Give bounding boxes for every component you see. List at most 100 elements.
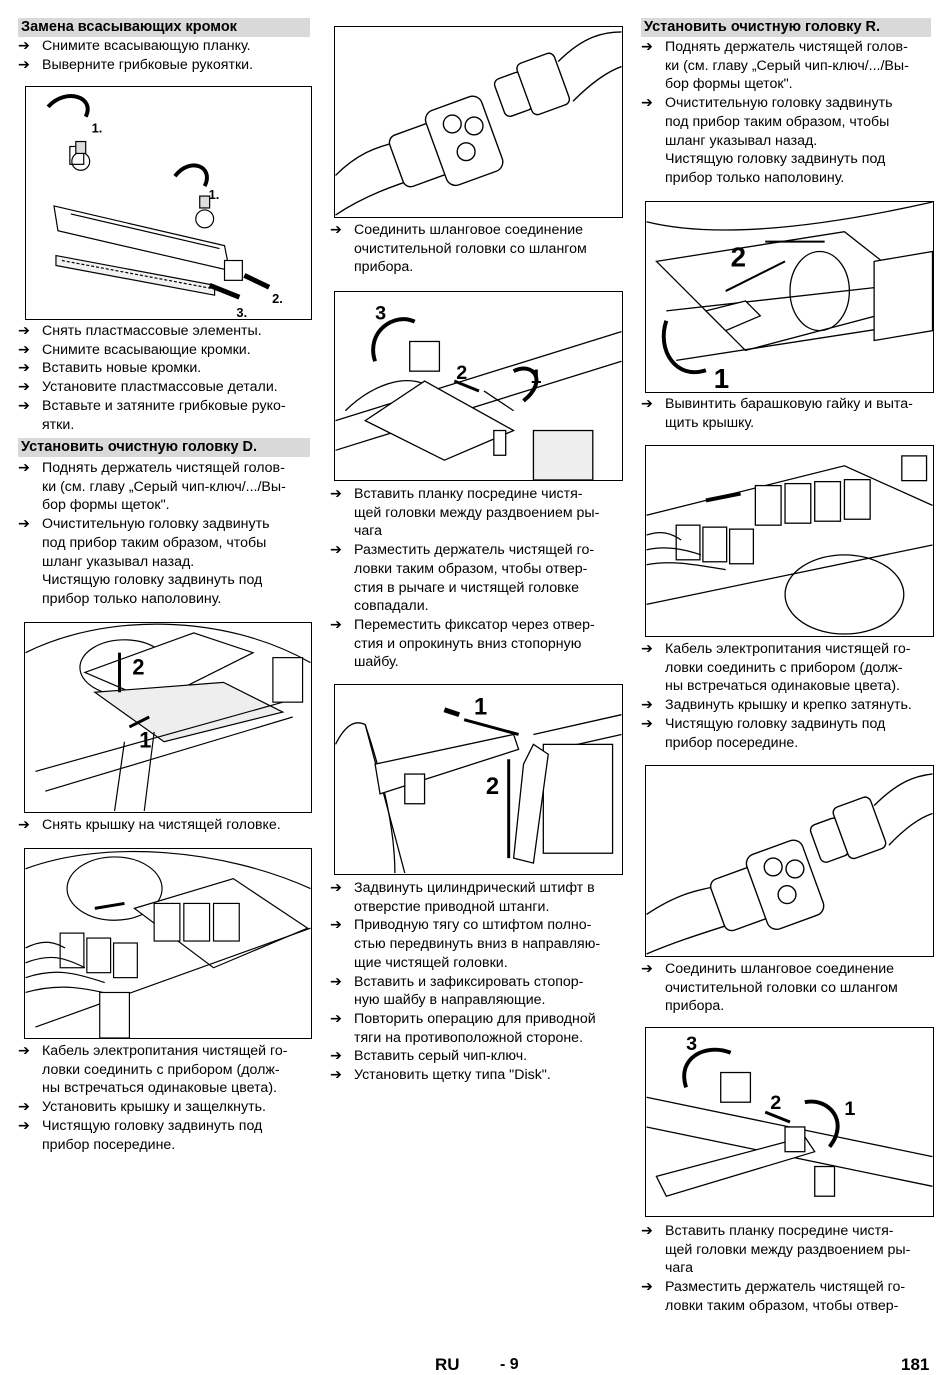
instruction-step: ➔ Вывинтить барашковую гайку и выта- щить… xyxy=(641,395,936,432)
instruction-text: Чистящую головку задвинуть под прибор по… xyxy=(42,1117,263,1153)
fig-r-label-1: 1 xyxy=(714,363,729,392)
footer-page-number: 181 xyxy=(901,1355,930,1374)
instruction-step: ➔ Вставить новые кромки. xyxy=(18,359,313,378)
instruction-step: ➔Вставьте и затяните грибковые руко- ятк… xyxy=(18,397,313,434)
instruction-text: Снять крышку на чистящей головке. xyxy=(42,817,281,833)
instruction-step: ➔Очистительную головку задвинуть под при… xyxy=(641,94,936,188)
instruction-text: Поднять держатель чистящей голов- ки (см… xyxy=(665,39,909,93)
fig-d-label-1: 1 xyxy=(139,728,151,753)
instruction-step: ➔Очистительную головку задвинуть под при… xyxy=(18,515,313,609)
instruction-text: Установить щетку типа "Disk". xyxy=(354,1067,551,1083)
instruction-step: ➔ Снять крышку на чистящей головке. xyxy=(18,816,313,835)
arrow-bullet-icon: ➔ xyxy=(330,973,342,990)
instruction-step: ➔Кабель электропитания чистящей го- ловк… xyxy=(18,1042,313,1098)
fig-pin-label-2: 2 xyxy=(456,362,467,384)
instruction-step: ➔ Установить крышку и защелкнуть. xyxy=(18,1098,313,1117)
fig-r-pin-label-2: 2 xyxy=(770,1092,781,1114)
figure-hose-connector-2 xyxy=(645,765,934,957)
arrow-bullet-icon: ➔ xyxy=(18,1099,30,1116)
fig-r-label-2: 2 xyxy=(731,241,746,272)
arrow-bullet-icon: ➔ xyxy=(330,222,342,238)
figure-drive-rod: 1 2 xyxy=(334,684,623,875)
instruction-step: ➔Выверните грибковые рукоятки. xyxy=(18,56,313,75)
instruction-step: ➔Вставить серый чип-ключ. xyxy=(330,1047,625,1066)
instruction-step: ➔ Чистящую головку задвинуть под прибор п… xyxy=(18,1117,313,1154)
arrow-bullet-icon: ➔ xyxy=(18,323,30,339)
instruction-step: ➔ Соединить шланговое соединение очистите… xyxy=(330,221,625,277)
figure-r-wingnut: 2 1 xyxy=(645,201,934,393)
instruction-text: Вставить серый чип-ключ. xyxy=(354,1048,528,1065)
fig-pin-label-3: 3 xyxy=(375,303,386,325)
fig-rod-label-1: 1 xyxy=(474,695,487,721)
figure-r-cable xyxy=(645,445,934,637)
fig-r-pin-label-3: 3 xyxy=(686,1033,697,1055)
section-heading-install-d: Установить очистную головку D. xyxy=(18,438,310,457)
arrow-bullet-icon: ➔ xyxy=(641,715,653,732)
section-heading-install-r: Установить очистную головку R. xyxy=(641,18,931,37)
instruction-text: Чистящую головку задвинуть под прибор по… xyxy=(665,715,886,751)
instruction-step: ➔ Задвинуть цилиндрический штифт в отверс… xyxy=(330,879,625,916)
arrow-bullet-icon: ➔ xyxy=(641,1223,653,1239)
instruction-step: ➔Повторить операцию для приводной тяги н… xyxy=(330,1010,625,1047)
fig-pin-label-1: 1 xyxy=(530,366,541,388)
instruction-text: Вывинтить барашковую гайку и выта- щить … xyxy=(665,396,913,431)
instruction-text: Кабель электропитания чистящей го- ловки… xyxy=(665,641,911,695)
section-heading-suction-lips: Замена всасывающих кромок xyxy=(18,18,310,37)
instruction-step: ➔Вставить планку посредине чистя- щей го… xyxy=(330,485,625,541)
arrow-bullet-icon: ➔ xyxy=(641,1279,653,1296)
instruction-text: Задвинуть цилиндрический штифт в отверст… xyxy=(354,880,595,915)
instruction-text: Приводную тягу со штифтом полно- стью пе… xyxy=(354,917,601,971)
arrow-bullet-icon: ➔ xyxy=(641,961,653,977)
arrow-bullet-icon: ➔ xyxy=(18,1043,30,1059)
figure-d-cable xyxy=(24,848,312,1039)
arrow-bullet-icon: ➔ xyxy=(18,360,30,377)
arrow-bullet-icon: ➔ xyxy=(18,397,30,414)
instruction-text: Повторить операцию для приводной тяги на… xyxy=(354,1010,596,1046)
instruction-step: ➔ Кабель электропитания чистящей го- ловк… xyxy=(641,640,936,696)
arrow-bullet-icon: ➔ xyxy=(18,38,30,54)
arrow-bullet-icon: ➔ xyxy=(641,641,653,657)
arrow-bullet-icon: ➔ xyxy=(330,542,342,559)
arrow-bullet-icon: ➔ xyxy=(18,1117,30,1134)
instruction-step: ➔ Снять пластмассовые элементы. xyxy=(18,322,313,341)
instruction-text: Поднять держатель чистящей голов- ки (см… xyxy=(42,460,286,514)
instruction-step: ➔ Переместить фиксатор через отвер- стия … xyxy=(330,616,625,672)
figure-pin-lever: 3 2 1 xyxy=(334,291,623,481)
arrow-bullet-icon: ➔ xyxy=(18,817,30,833)
instruction-text: Снимите всасывающие кромки. xyxy=(42,341,251,358)
figure-squeegee-knobs: 1. 1. 2. 3. xyxy=(25,86,312,320)
instruction-text: Вставить новые кромки. xyxy=(42,360,202,377)
instruction-step: ➔ Вставить и зафиксировать стопор- ную ша… xyxy=(330,973,625,1010)
instruction-step: ➔Поднять держатель чистящей голов- ки (с… xyxy=(18,459,313,515)
fig1-label-1b: 1. xyxy=(209,187,220,202)
arrow-bullet-icon: ➔ xyxy=(641,396,653,412)
instruction-text: Установите пластмассовые детали. xyxy=(42,379,278,396)
arrow-bullet-icon: ➔ xyxy=(641,39,653,55)
arrow-bullet-icon: ➔ xyxy=(330,917,342,934)
instruction-step: ➔Разместить держатель чистящей го- ловки… xyxy=(330,541,625,616)
arrow-bullet-icon: ➔ xyxy=(330,880,342,896)
instruction-text: Соединить шланговое соединение очистител… xyxy=(354,222,587,276)
arrow-bullet-icon: ➔ xyxy=(641,95,653,112)
footer-local-page: - 9 xyxy=(500,1356,519,1373)
instruction-text: Снять пластмассовые элементы. xyxy=(42,323,262,339)
instruction-step: ➔ Разместить держатель чистящей го- ловки… xyxy=(641,1278,936,1315)
arrow-bullet-icon: ➔ xyxy=(18,341,30,358)
arrow-bullet-icon: ➔ xyxy=(330,616,342,633)
instruction-step: ➔Установить щетку типа "Disk". xyxy=(330,1066,625,1085)
figure-d-cover: 2 1 xyxy=(24,622,312,813)
fig1-label-2: 2. xyxy=(272,291,283,306)
instruction-text: Соединить шланговое соединение очистител… xyxy=(665,961,898,1015)
instruction-text: Переместить фиксатор через отвер- стия и… xyxy=(354,616,595,671)
figure-hose-connector-1 xyxy=(334,26,623,218)
instruction-text: Установить крышку и защелкнуть. xyxy=(42,1099,266,1116)
instruction-step: ➔ Снимите всасывающие кромки. xyxy=(18,341,313,360)
instruction-text: Разместить держатель чистящей го- ловки … xyxy=(665,1279,906,1314)
instruction-text: Выверните грибковые рукоятки. xyxy=(42,56,254,73)
figure-r-pin-lever: 3 2 1 xyxy=(645,1027,934,1217)
fig-rod-label-2: 2 xyxy=(486,774,499,800)
fig-r-pin-label-1: 1 xyxy=(844,1098,855,1120)
instruction-text: Вставить и зафиксировать стопор- ную шай… xyxy=(354,973,584,1009)
footer-language: RU xyxy=(435,1355,460,1374)
instruction-step: ➔ Поднять держатель чистящей голов- ки (с… xyxy=(641,38,936,94)
